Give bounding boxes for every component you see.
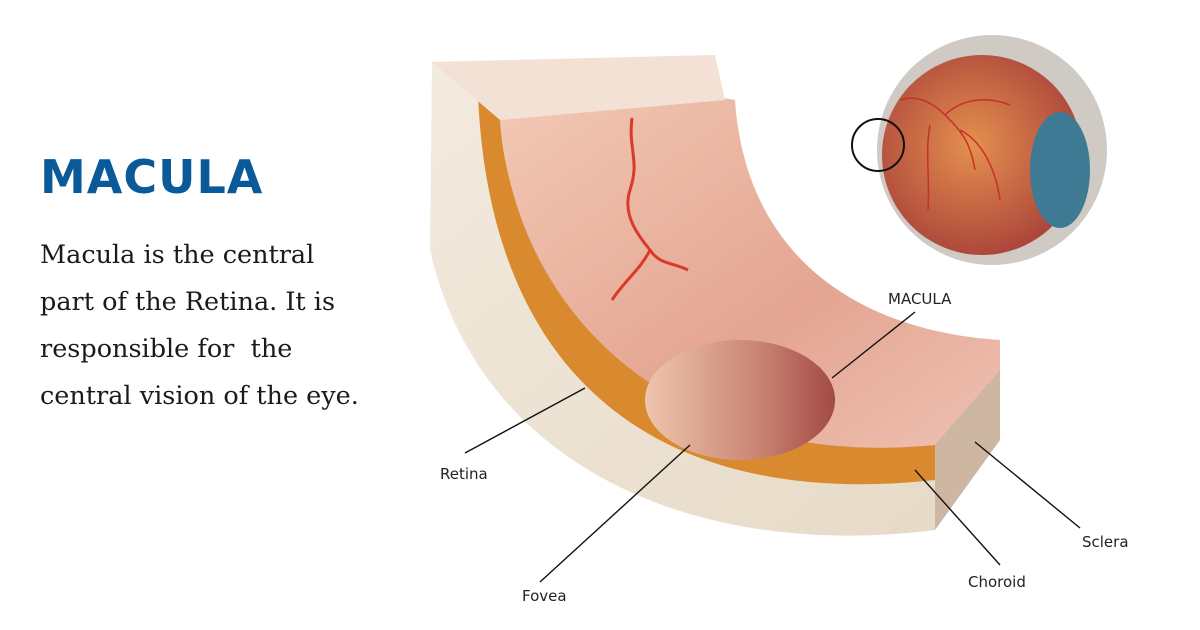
fovea-label: Fovea	[522, 587, 567, 605]
description: Macula is the central part of the Retina…	[40, 232, 440, 420]
description-line: central vision of the eye.	[40, 381, 359, 411]
sclera-label: Sclera	[1082, 533, 1129, 551]
retina-label: Retina	[440, 465, 488, 483]
macula-region	[645, 340, 835, 460]
description-line: responsible for the	[40, 334, 293, 364]
macula-highlight-circle	[851, 118, 905, 172]
description-line: part of the Retina. It is	[40, 287, 336, 317]
macula-label: MACULA	[888, 290, 952, 308]
description-line: Macula is the central	[40, 240, 315, 270]
page-title: MACULA	[40, 150, 264, 204]
leader-lines	[464, 311, 1081, 583]
eyeball-illustration	[851, 35, 1107, 265]
cross-section	[430, 55, 1000, 536]
choroid-label: Choroid	[968, 573, 1026, 591]
